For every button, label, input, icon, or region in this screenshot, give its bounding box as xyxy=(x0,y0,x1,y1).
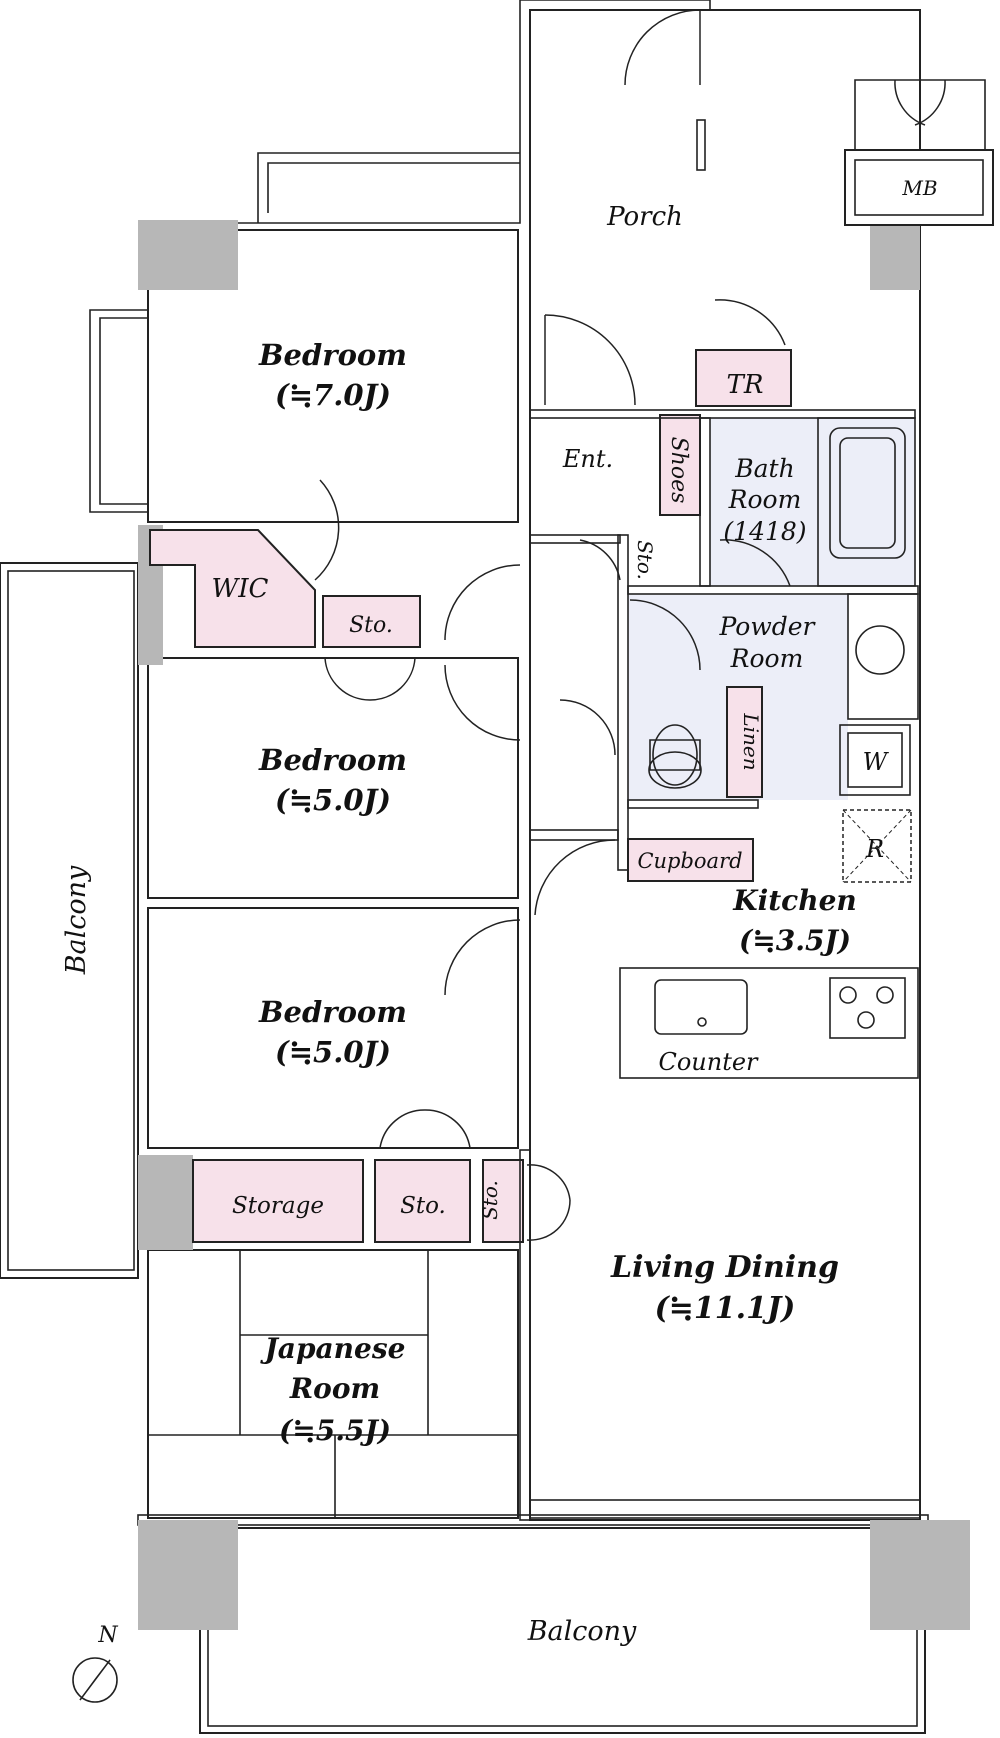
bedroom1-label-2: (≒7.0J) xyxy=(275,378,391,412)
sto-small-label: Sto. xyxy=(633,540,657,580)
linen-label: Linen xyxy=(739,712,763,770)
mb-label: MB xyxy=(901,176,937,200)
vanity-sink xyxy=(855,625,905,675)
meter-box xyxy=(844,79,994,226)
tr-label: TR xyxy=(727,370,764,400)
living-label-1: Living Dining xyxy=(610,1250,839,1285)
refrigerator-box xyxy=(842,809,912,883)
cupboard-label: Cupboard xyxy=(637,849,742,873)
wic-label: WIC xyxy=(212,574,269,604)
bay-window-north xyxy=(257,152,520,223)
north-compass: N xyxy=(72,1623,118,1703)
balcony-south xyxy=(199,1527,926,1734)
kitchen-label-1: Kitchen xyxy=(732,884,856,917)
powder-label-2: Room xyxy=(730,644,804,673)
bath-label-2: Room xyxy=(728,485,802,514)
refrigerator-label: R xyxy=(865,835,884,863)
bay-window-bedroom1 xyxy=(89,309,148,513)
living-label-2: (≒11.1J) xyxy=(655,1291,796,1326)
ent-label: Ent. xyxy=(562,445,613,473)
japanese-label-2: Room xyxy=(289,1372,380,1405)
porch-label: Porch xyxy=(606,202,683,232)
bedroom3-label-1: Bedroom xyxy=(258,995,407,1029)
kitchen-sink xyxy=(654,979,748,1035)
stove-burners xyxy=(829,977,906,1039)
bath-label-3: (1418) xyxy=(723,517,806,546)
balcony-south-label: Balcony xyxy=(527,1616,637,1647)
bedroom1-label-1: Bedroom xyxy=(258,338,407,372)
bedroom3-label-2: (≒5.0J) xyxy=(275,1035,391,1069)
sto2-label: Sto. xyxy=(400,1193,446,1219)
door-swings xyxy=(314,9,946,1241)
north-label: N xyxy=(97,1623,118,1648)
bedroom2-label-1: Bedroom xyxy=(258,743,407,777)
storage-label: Storage xyxy=(232,1193,324,1219)
shoes-label: Shoes xyxy=(666,437,691,504)
tatami-lines xyxy=(148,1250,518,1518)
kitchen-label-2: (≒3.5J) xyxy=(739,924,851,957)
bathtub xyxy=(829,427,906,559)
bedroom2-label-2: (≒5.0J) xyxy=(275,783,391,817)
closets xyxy=(149,349,792,1243)
washer-label: W xyxy=(863,748,890,776)
washer-box xyxy=(839,724,911,796)
sto3-label: Sto. xyxy=(478,1180,502,1220)
interior-partitions xyxy=(519,409,921,1521)
toilet xyxy=(648,724,702,789)
japanese-label-3: (≒5.5J) xyxy=(279,1414,391,1447)
counter-label: Counter xyxy=(658,1048,759,1076)
balcony-west-label: Balcony xyxy=(61,865,92,975)
balcony-west xyxy=(0,562,139,1279)
powder-label-1: Powder xyxy=(718,612,816,641)
japanese-label-1: Japanese xyxy=(260,1332,406,1365)
sto1-label: Sto. xyxy=(349,613,393,638)
bath-label-1: Bath xyxy=(734,454,794,483)
